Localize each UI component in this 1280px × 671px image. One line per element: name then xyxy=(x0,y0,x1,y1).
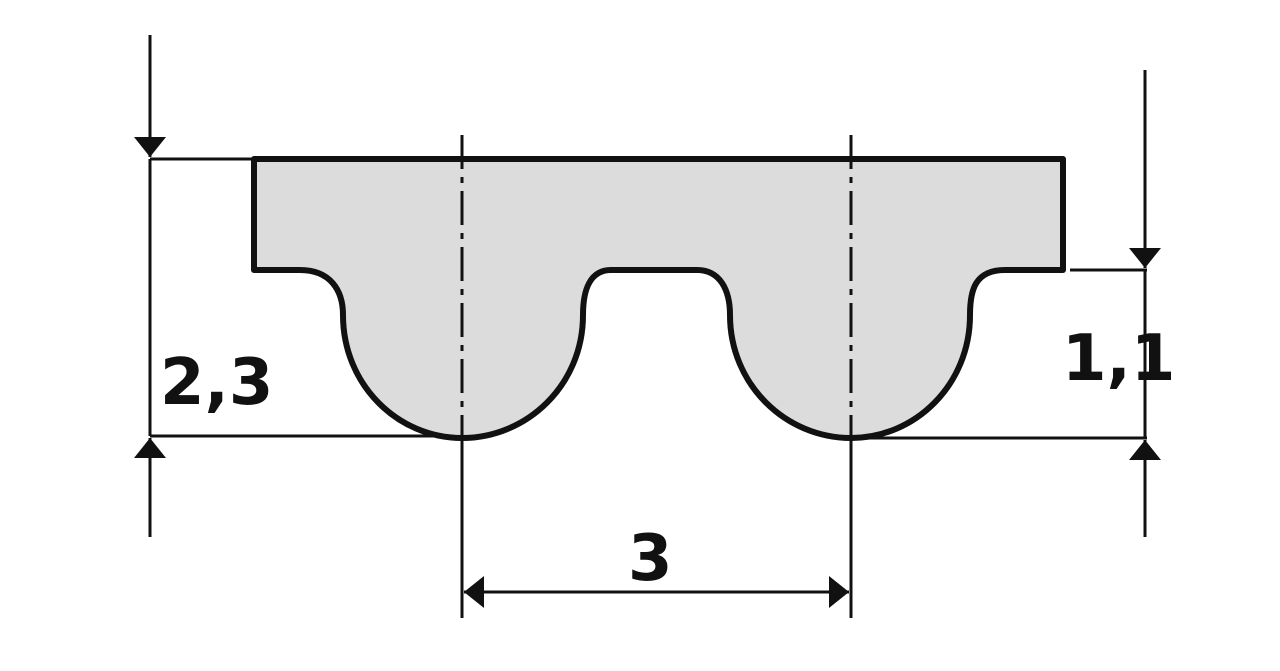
tooth-height-label: 1,1 xyxy=(1062,322,1175,396)
belt-tooth-profile xyxy=(251,156,1066,441)
pitch-label: 3 xyxy=(628,522,673,596)
total-height-label: 2,3 xyxy=(160,346,273,420)
